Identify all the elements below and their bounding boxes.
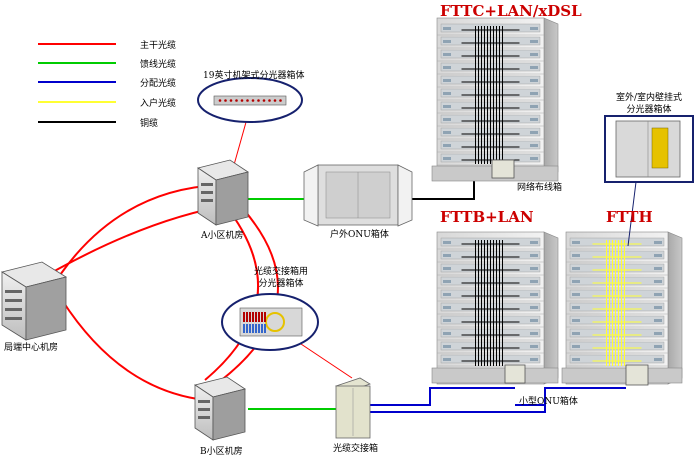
trunk-line-co-to-b [61, 299, 206, 401]
room-b-server [194, 376, 246, 441]
legend-label-drop: 入户光缆 [140, 99, 177, 109]
legend-item-trunk: 主干光缆 [38, 38, 208, 51]
wall-callout-leader [627, 181, 637, 247]
room-a-server [197, 159, 249, 226]
wall-splitter-label-line2: 分光器箱体 [626, 105, 672, 115]
cable-box-splitter-label-line1: 光缆交接箱用 [253, 267, 309, 277]
room-b-label: B小区机房 [200, 447, 243, 457]
building-fttb [431, 231, 559, 385]
rack-splitter-unit [213, 95, 287, 106]
network-wiring-box [491, 159, 515, 179]
cable-box-splitter-label-line2: 分光器箱体 [258, 279, 304, 289]
dist-line-bottom [370, 387, 626, 413]
central-office-server [0, 261, 68, 341]
legend-swatch-copper [38, 121, 116, 123]
trunk-line-co-to-a [59, 184, 219, 276]
legend-item-distribution: 分配光缆 [38, 76, 208, 89]
small-onu-label: 小型ONU箱体 [519, 397, 578, 407]
building-ftth [561, 231, 683, 386]
rack-splitter-label: 19英寸机架式分光器箱体 [203, 71, 305, 81]
wall-splitter-callout [604, 115, 694, 183]
splitter-link-b [297, 341, 353, 379]
central-office-label: 局端中心机房 [4, 343, 59, 353]
legend-item-feeder: 馈线光缆 [38, 57, 208, 70]
outdoor-onu-label: 户外ONU箱体 [330, 230, 389, 240]
legend-item-drop: 入户光缆 [38, 96, 208, 109]
cable-cross-connect-box [335, 377, 371, 439]
network-box-label: 网络布线箱 [517, 183, 563, 193]
distribution-fiber-lines [370, 387, 626, 413]
cross-box-label: 光缆交接箱 [333, 444, 379, 454]
legend-label-trunk: 主干光缆 [140, 41, 177, 51]
legend-swatch-trunk [38, 43, 116, 45]
outdoor-onu-cabinet [303, 164, 413, 227]
legend-label-feeder: 馈线光缆 [140, 60, 177, 70]
building-fttc [431, 17, 559, 182]
legend-item-copper: 铜缆 [38, 116, 208, 129]
title-ftth: FTTH [606, 208, 653, 226]
dist-line-top [370, 387, 515, 406]
ftth-onu-box [625, 364, 649, 386]
legend-swatch-feeder [38, 62, 116, 64]
wall-splitter-label-line1: 室外/室内壁挂式 [615, 93, 683, 103]
legend-swatch-drop [38, 101, 116, 103]
room-a-label: A小区机房 [201, 231, 244, 241]
trunk-line-a-to-b-outer [214, 199, 279, 386]
rack-splitter-callout [197, 77, 303, 123]
cable-box-splitter-callout [221, 293, 319, 351]
legend-label-copper: 铜缆 [140, 119, 159, 129]
legend-swatch-distribution [38, 81, 116, 83]
title-fttb: FTTB+LAN [440, 208, 534, 226]
small-onu-box [504, 364, 526, 384]
title-fttc: FTTC+LAN/xDSL [440, 2, 582, 20]
legend-label-distribution: 分配光缆 [140, 79, 177, 89]
